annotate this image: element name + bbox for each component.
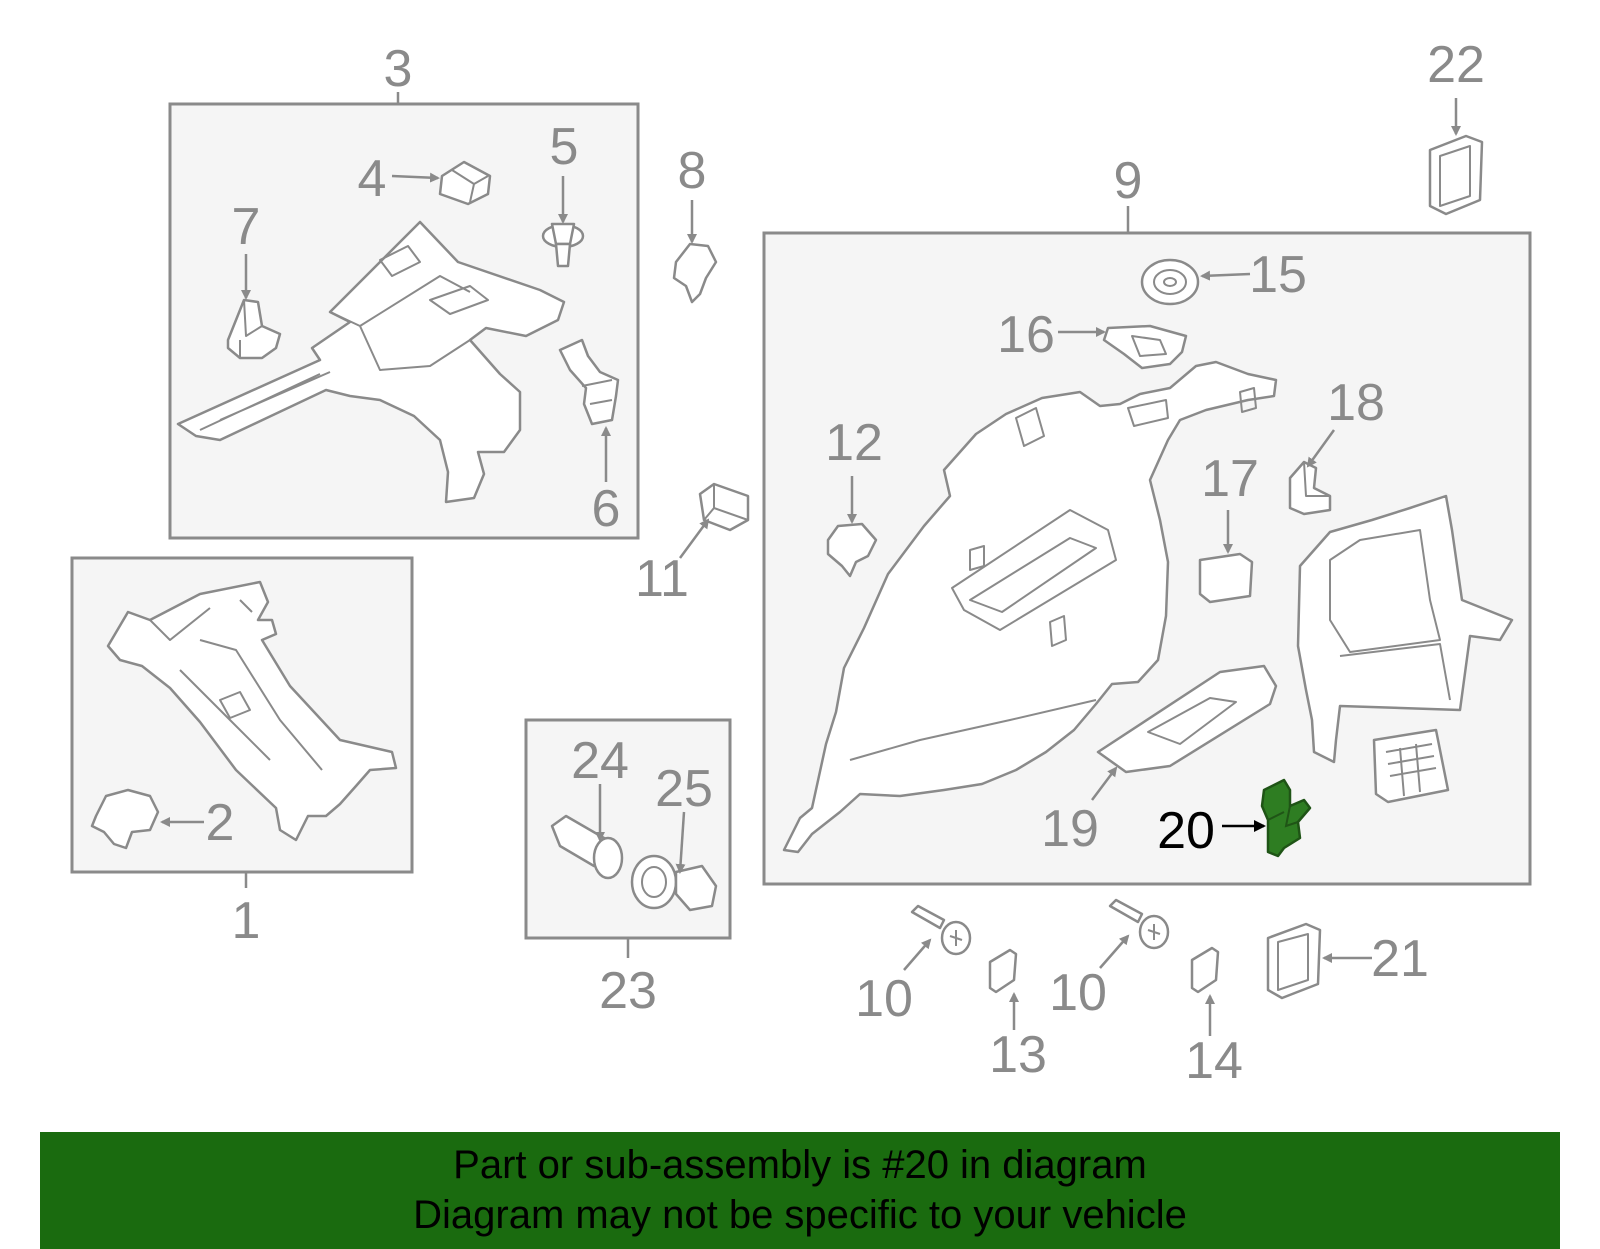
arrow-11 <box>678 518 710 559</box>
arrow-10b <box>1099 934 1130 969</box>
part-19-handle-trim <box>1096 664 1278 774</box>
callout-23: 23 <box>599 962 657 1020</box>
banner-line-1: Part or sub-assembly is #20 in diagram <box>453 1143 1147 1187</box>
callout-13: 13 <box>989 1026 1047 1084</box>
part-12-clip <box>826 522 878 578</box>
callout-10b: 10 <box>1049 964 1107 1022</box>
part-17-cover <box>1198 552 1254 604</box>
callout-10a: 10 <box>855 970 913 1028</box>
part-7-bracket <box>226 298 282 360</box>
part-24-power-socket <box>550 814 624 880</box>
callout-19: 19 <box>1041 800 1099 858</box>
part-3-wheelhouse-panel <box>176 220 566 504</box>
arrow-25 <box>675 811 686 874</box>
part-22-cover <box>1428 134 1484 216</box>
arrow-19 <box>1091 766 1118 801</box>
part-vent-grille <box>1372 728 1450 804</box>
callout-18: 18 <box>1327 374 1385 432</box>
callout-2: 2 <box>206 794 235 852</box>
callout-25: 25 <box>655 760 713 818</box>
callout-21: 21 <box>1371 930 1429 988</box>
callout-9: 9 <box>1114 152 1143 210</box>
part-6-bracket <box>558 338 620 426</box>
info-banner: Part or sub-assembly is #20 in diagram D… <box>40 1132 1560 1249</box>
callout-1: 1 <box>232 892 261 950</box>
callout-15: 15 <box>1249 246 1307 304</box>
callout-20: 20 <box>1157 802 1215 860</box>
callout-4: 4 <box>358 150 387 208</box>
callout-8: 8 <box>678 142 707 200</box>
part-2-plug <box>90 788 160 850</box>
callout-12: 12 <box>825 414 883 472</box>
part-side-trim-right <box>1296 494 1514 764</box>
part-9-quarter-trim-panel <box>782 360 1278 854</box>
callout-6: 6 <box>592 480 621 538</box>
arrow-4 <box>391 172 440 183</box>
arrow-18 <box>1306 429 1336 468</box>
callout-5: 5 <box>550 118 579 176</box>
banner-line-2: Diagram may not be specific to your vehi… <box>413 1193 1187 1237</box>
callout-22: 22 <box>1427 36 1485 94</box>
part-21-cover <box>1266 922 1322 1000</box>
part-20-highlighted[interactable] <box>1260 778 1312 858</box>
arrow-15 <box>1200 270 1251 281</box>
callout-11: 11 <box>635 550 689 608</box>
part-5-push-clip <box>541 222 585 268</box>
part-1-floor-side-rail <box>106 580 398 842</box>
part-10-screw-b <box>1108 898 1170 950</box>
arrow-10a <box>903 938 932 971</box>
callout-7: 7 <box>232 198 261 256</box>
callout-24: 24 <box>571 732 629 790</box>
callout-3: 3 <box>384 40 413 98</box>
part-13-plug <box>988 948 1018 994</box>
part-15-speaker <box>1140 258 1200 306</box>
part-14-plug <box>1190 946 1220 994</box>
callout-16: 16 <box>997 306 1055 364</box>
callout-14: 14 <box>1185 1032 1243 1090</box>
part-16-bracket <box>1102 324 1188 370</box>
part-10-screw-a <box>910 904 972 956</box>
part-8-clip <box>672 242 718 304</box>
callout-17: 17 <box>1201 450 1259 508</box>
part-25-socket-cap <box>630 854 718 912</box>
part-4-clip <box>438 160 492 206</box>
